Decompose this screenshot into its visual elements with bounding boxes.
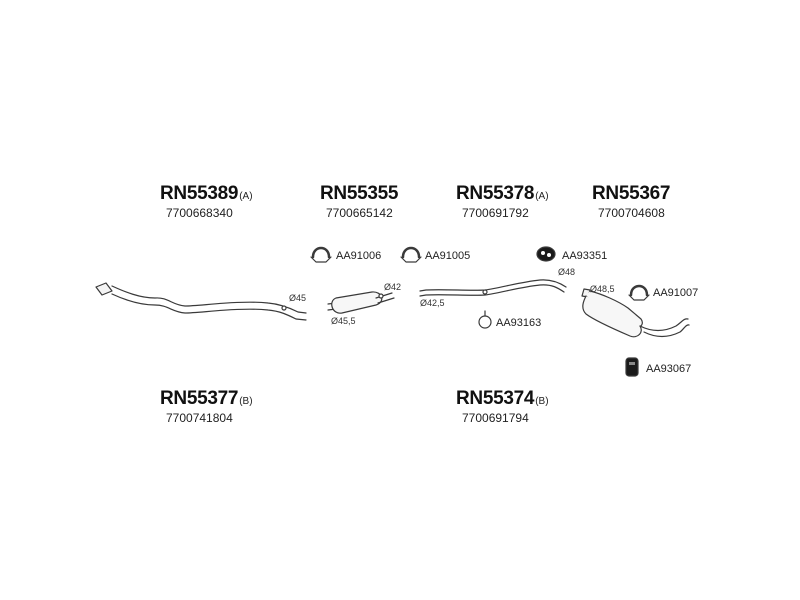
accessory-label: AA91006 [336, 250, 382, 262]
diameter-label: Ø48,5 [590, 284, 615, 294]
part-rn55355: RN55355 7700665142 [320, 183, 399, 220]
part-code: RN55389 [160, 183, 239, 204]
diameter-label: Ø42,5 [420, 298, 445, 308]
part-rn55374: RN55374(B) 7700691794 [456, 388, 549, 425]
diameter-label: Ø48 [558, 267, 576, 277]
front-pipe [95, 282, 307, 321]
part-code: RN55355 [320, 183, 399, 204]
rubber-mount-icon [625, 357, 639, 377]
part-code: RN55374 [456, 388, 535, 409]
intermediate-pipe [419, 279, 567, 297]
part-variant: (A) [239, 191, 253, 202]
accessory-label: AA91007 [653, 287, 699, 299]
part-code: RN55367 [592, 183, 671, 204]
oe-number: 7700691792 [462, 206, 529, 220]
clamp-icon-1 [310, 246, 332, 263]
part-rn55367: RN55367 7700704608 [592, 183, 671, 220]
accessory-label: AA93163 [496, 317, 542, 329]
oe-number: 7700704608 [598, 206, 665, 220]
part-code: RN55378 [456, 183, 535, 204]
oe-number: 7700691794 [462, 411, 529, 425]
accessory-label: AA91005 [425, 250, 471, 262]
part-variant: (B) [535, 396, 549, 407]
part-variant: (B) [239, 396, 253, 407]
rear-silencer [581, 288, 690, 338]
oe-number: 7700668340 [166, 206, 233, 220]
oe-number: 7700665142 [326, 206, 393, 220]
gasket-icon [536, 246, 556, 262]
clamp-icon-3 [628, 284, 650, 301]
part-rn55377: RN55377(B) 7700741804 [160, 388, 253, 425]
diameter-label: Ø45 [289, 293, 307, 303]
hanger-ring-icon [478, 310, 492, 329]
center-silencer [327, 291, 395, 314]
part-code: RN55377 [160, 388, 239, 409]
oe-number: 7700741804 [166, 411, 233, 425]
diameter-label: Ø42 [384, 282, 402, 292]
part-rn55389: RN55389(A) 7700668340 [160, 183, 253, 220]
diameter-label: Ø45,5 [331, 316, 356, 326]
accessory-label: AA93067 [646, 363, 692, 375]
part-rn55378: RN55378(A) 7700691792 [456, 183, 549, 220]
part-variant: (A) [535, 191, 549, 202]
clamp-icon-2 [400, 246, 422, 263]
accessory-label: AA93351 [562, 250, 608, 262]
